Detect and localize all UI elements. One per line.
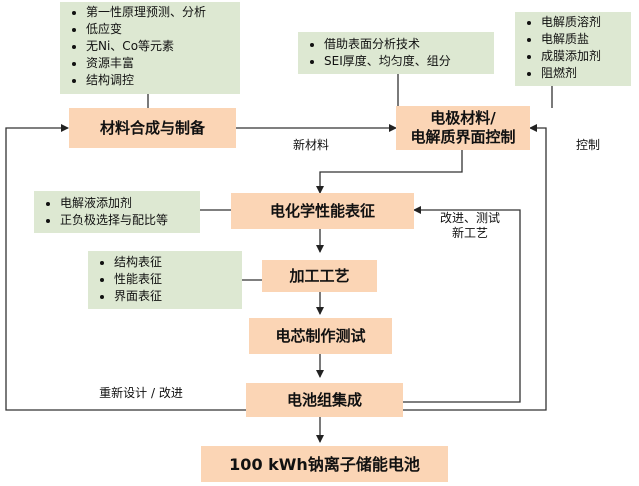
- box-final-battery: 100 kWh钠离子储能电池: [201, 446, 448, 482]
- note-item: 资源丰富: [86, 55, 234, 72]
- box-label: 材料合成与制备: [99, 118, 205, 137]
- note-item: 电解液添加剂: [60, 195, 194, 212]
- note-item: 无Ni、Co等元素: [86, 38, 234, 55]
- label-control: 控制: [575, 138, 600, 152]
- box-processing: 加工工艺: [262, 260, 377, 292]
- label-redesign: 重新设计 / 改进: [99, 386, 183, 400]
- box-label: 电芯制作测试: [275, 326, 366, 345]
- box-material-synthesis: 材料合成与制备: [69, 108, 236, 148]
- box-electrochem-characterization: 电化学性能表征: [231, 193, 414, 229]
- note-item: 正负极选择与配比等: [60, 212, 194, 229]
- note-processing: 结构表征 性能表征 界面表征: [88, 251, 242, 309]
- note-item: 成膜添加剂: [541, 48, 625, 65]
- box-pack-integration: 电池组集成: [246, 383, 403, 417]
- note-electrochem: 电解液添加剂 正负极选择与配比等: [34, 191, 200, 233]
- note-item: 结构调控: [86, 72, 234, 89]
- box-label-line: 电极材料/: [430, 109, 496, 127]
- box-interface-control: 电极材料/ 电解质界面控制: [396, 106, 530, 150]
- box-label: 电池组集成: [286, 390, 362, 409]
- note-item: 低应变: [86, 21, 234, 38]
- box-cell-testing: 电芯制作测试: [249, 318, 392, 354]
- note-item: 阻燃剂: [541, 65, 625, 82]
- box-label: 电极材料/ 电解质界面控制: [410, 109, 515, 147]
- label-line: 新工艺: [451, 226, 488, 240]
- box-label: 加工工艺: [289, 266, 350, 285]
- box-label-line: 电解质界面控制: [410, 128, 516, 146]
- note-item: 结构表征: [114, 254, 236, 271]
- label-line: 改进、测试: [439, 211, 500, 225]
- note-item: 电解质盐: [541, 31, 625, 48]
- label-improve-test: 改进、测试 新工艺: [422, 211, 518, 241]
- note-item: 第一性原理预测、分析: [86, 4, 234, 21]
- note-surface-analysis: 借助表面分析技术 SEI厚度、均匀度、组分: [298, 32, 494, 74]
- note-electrolyte: 电解质溶剂 电解质盐 成膜添加剂 阻燃剂: [515, 12, 631, 86]
- note-item: 性能表征: [114, 271, 236, 288]
- note-item: SEI厚度、均匀度、组分: [324, 53, 488, 70]
- box-label: 100 kWh钠离子储能电池: [229, 454, 420, 474]
- note-item: 界面表征: [114, 288, 236, 305]
- box-label: 电化学性能表征: [269, 201, 375, 220]
- note-synthesis: 第一性原理预测、分析 低应变 无Ni、Co等元素 资源丰富 结构调控: [60, 2, 240, 94]
- note-item: 电解质溶剂: [541, 14, 625, 31]
- label-new-material: 新材料: [292, 138, 329, 152]
- note-item: 借助表面分析技术: [324, 36, 488, 53]
